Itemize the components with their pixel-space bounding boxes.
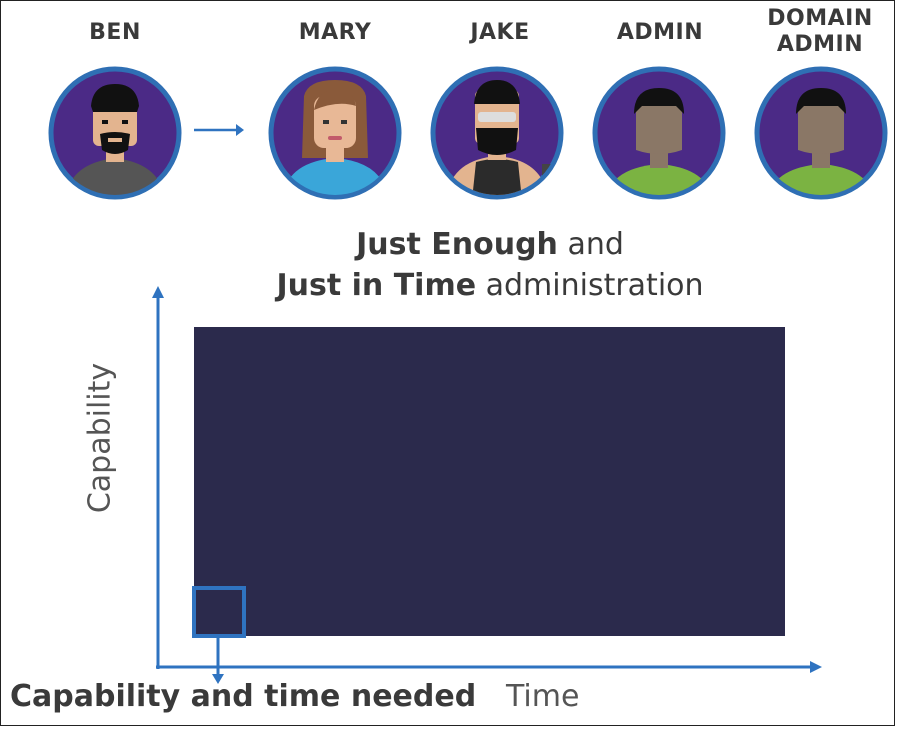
avatar-ben [48,66,182,200]
persona-name-domain-admin: DOMAIN ADMIN [767,6,873,57]
x-axis-label: Time [506,679,580,714]
heading: Just Enough and Just in Time administrat… [230,224,750,306]
persona-name-admin: ADMIN [616,20,704,45]
heading-line-2-bold: Just in Time [276,268,477,303]
avatar-mary [268,66,402,200]
ben-to-mary-arrow [194,124,244,136]
y-axis-arrow [152,286,164,669]
heading-line-2: Just in Time administration [230,265,750,306]
heading-line-1-bold: Just Enough [356,227,558,262]
heading-line-2-rest: administration [476,268,704,303]
heading-line-1-rest: and [557,227,624,262]
avatar-admin [592,66,726,200]
capability-time-area [194,327,785,636]
heading-line-1: Just Enough and [230,224,750,265]
needed-pointer-arrow [212,636,224,684]
capability-time-needed-label: Capability and time needed [10,679,477,714]
persona-name-jake: JAKE [470,20,530,45]
x-axis-arrow [156,661,822,673]
avatar-jake [430,66,564,200]
persona-name-ben: BEN [89,20,141,45]
y-axis-label: Capability [82,362,118,514]
avatar-domain-admin [754,66,888,200]
persona-name-mary: MARY [298,20,372,45]
